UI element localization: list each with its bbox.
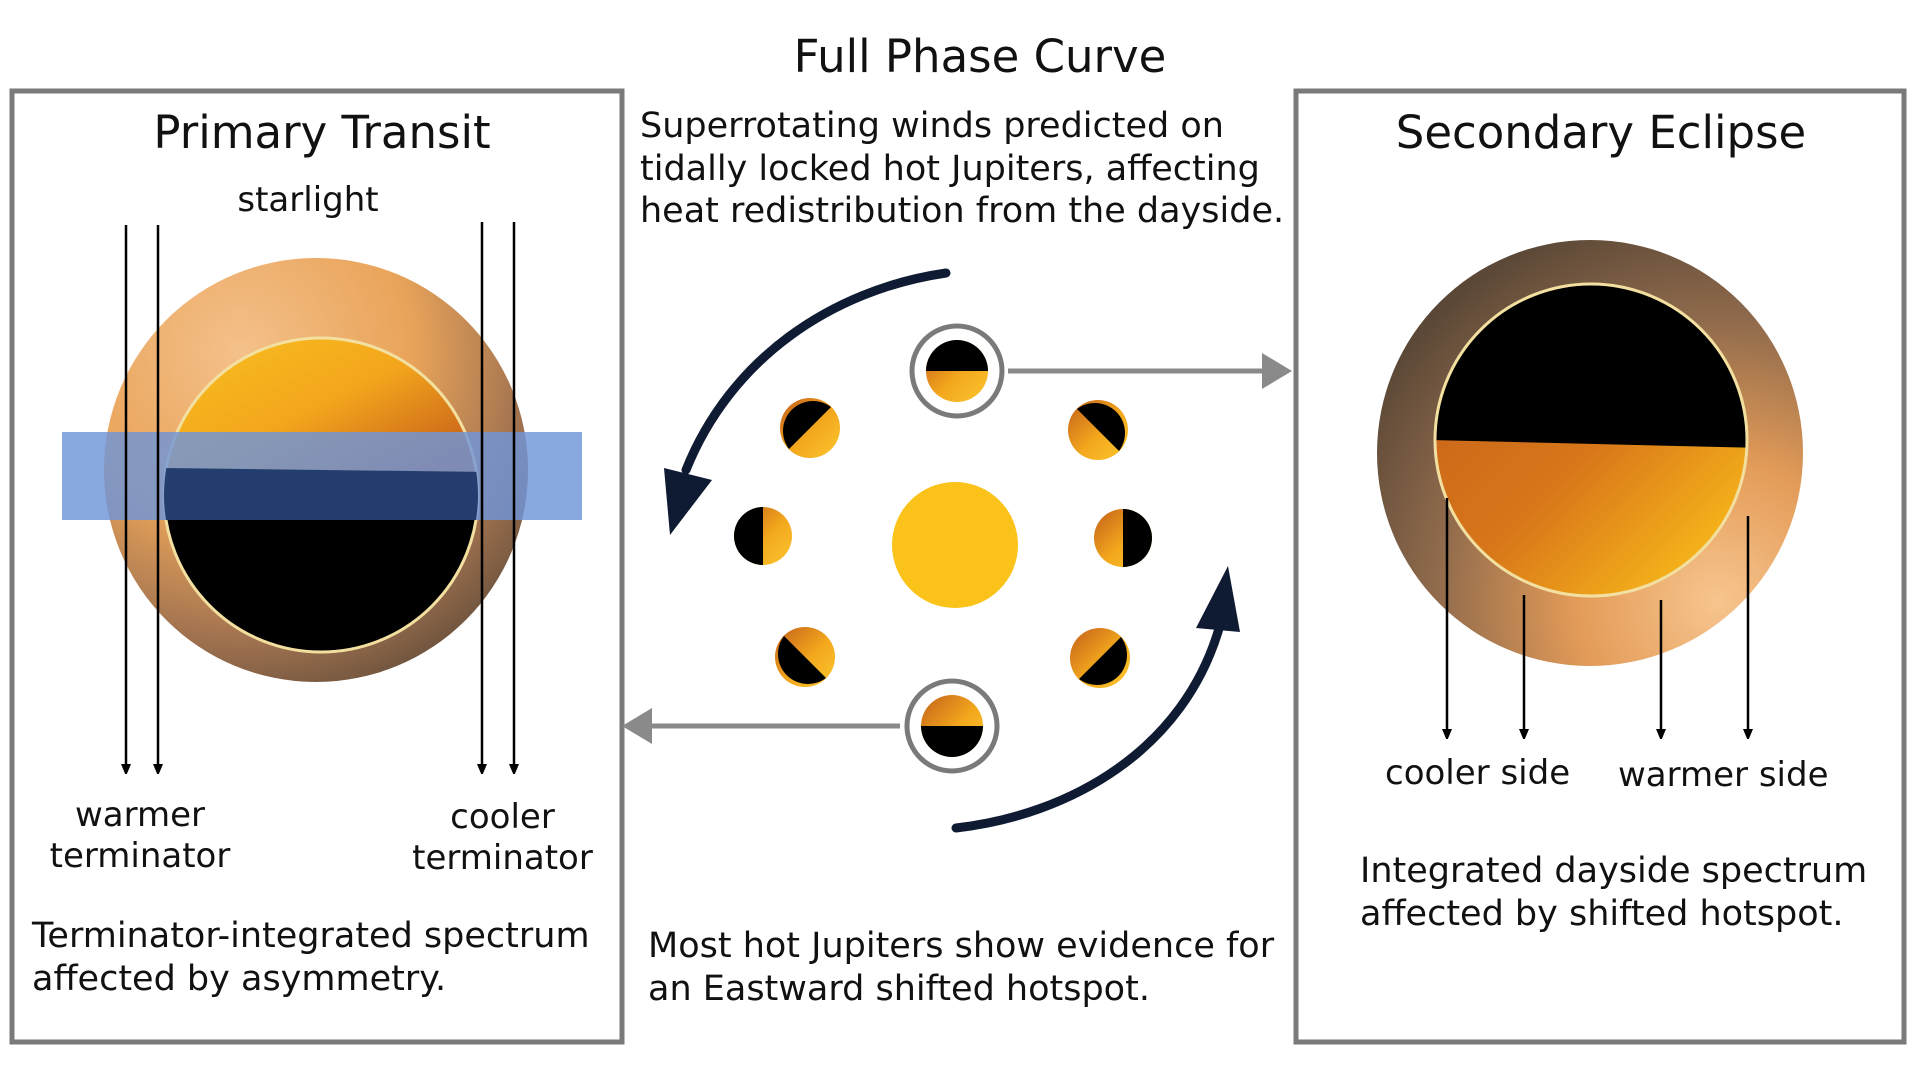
phase-lower-left <box>775 627 835 687</box>
center-text-top-line2: tidally locked hot Jupiters, affecting <box>640 148 1260 189</box>
arrow-to-eclipse <box>1262 353 1292 389</box>
transit-planet <box>62 258 582 682</box>
transit-caption: Terminator-integrated spectrum affected … <box>32 915 590 1000</box>
center-title: Full Phase Curve <box>793 30 1167 83</box>
eclipse-planet <box>1377 240 1803 666</box>
phase-left <box>734 507 792 565</box>
transit-band-terminator <box>164 468 478 520</box>
cooler-terminator-label: cooler terminator <box>400 797 605 880</box>
cooler-label-line2: terminator <box>412 838 593 879</box>
cooler-label-line1: cooler <box>450 797 555 837</box>
primary-transit-panel <box>9 88 625 1045</box>
eclipse-planet-limb <box>1433 282 1749 598</box>
secondary-eclipse-panel <box>1293 88 1907 1045</box>
eclipse-caption: Integrated dayside spectrum affected by … <box>1360 850 1867 935</box>
center-text-top: Superrotating winds predicted on tidally… <box>640 105 1284 233</box>
cooler-side-label: cooler side <box>1385 753 1571 793</box>
link-arrows <box>622 353 1292 744</box>
host-star <box>892 482 1018 608</box>
wind-arrows <box>664 268 1240 833</box>
phase-right <box>1094 509 1152 567</box>
warmer-terminator-label: warmer terminator <box>40 795 240 878</box>
primary-transit-title: Primary Transit <box>153 106 491 159</box>
eclipse-caption-line2: affected by shifted hotspot. <box>1360 893 1844 934</box>
center-text-bottom-line1: Most hot Jupiters show evidence for <box>648 926 1275 966</box>
warmer-side-label: warmer side <box>1618 755 1829 795</box>
starlight-label: starlight <box>237 180 379 220</box>
phase-bottom <box>921 695 983 757</box>
phase-lower-right <box>1070 628 1130 688</box>
transit-caption-line1: Terminator-integrated spectrum <box>32 916 590 956</box>
center-text-bottom-line2: an Eastward shifted hotspot. <box>648 968 1150 1009</box>
phase-top <box>926 340 988 402</box>
secondary-eclipse-title: Secondary Eclipse <box>1395 106 1807 159</box>
center-text-top-line3: heat redistribution from the dayside. <box>640 191 1285 232</box>
eclipse-caption-line1: Integrated dayside spectrum <box>1360 851 1868 891</box>
center-text-bottom: Most hot Jupiters show evidence for an E… <box>648 925 1274 1010</box>
wind-arrowhead-right <box>1196 566 1240 632</box>
phase-upper-left <box>780 398 840 458</box>
warmer-label-line1: warmer <box>74 795 206 835</box>
orbit-phases <box>734 323 1152 774</box>
phase-upper-right <box>1068 400 1128 460</box>
warmer-label-line2: terminator <box>49 836 231 877</box>
center-text-top-line1: Superrotating winds predicted on <box>640 106 1224 146</box>
arrow-to-transit <box>622 708 652 744</box>
transit-caption-line2: affected by asymmetry. <box>32 958 447 999</box>
starlight-arrows <box>126 222 514 770</box>
emission-arrows <box>1447 498 1748 735</box>
eclipse-planet-nightside <box>1435 284 1747 448</box>
wind-arrowhead-left <box>664 468 712 535</box>
